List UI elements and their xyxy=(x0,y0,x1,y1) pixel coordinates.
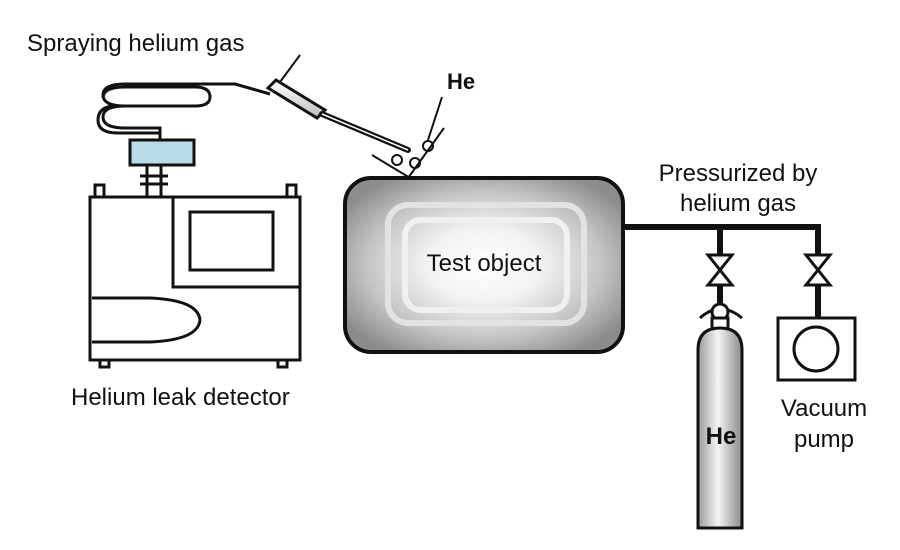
helium-leak-detector-icon xyxy=(88,82,302,369)
helium-cylinder-icon xyxy=(696,302,744,530)
test-object-vessel xyxy=(343,176,625,354)
he-cylinder-label: He xyxy=(705,423,737,450)
pressurized-label-line2: helium gas xyxy=(679,190,797,217)
helium-leak-detector-label: Helium leak detector xyxy=(71,384,290,411)
vacuum-pump-icon xyxy=(776,316,857,382)
vacuum-pump-label-line1: Vacuum xyxy=(780,395,868,422)
he-spray-label: He xyxy=(447,69,476,94)
vacuum-pump-label-line2: pump xyxy=(793,426,855,453)
spray-probe-icon xyxy=(265,54,411,153)
pressurized-label-line1: Pressurized by xyxy=(658,160,818,187)
pressurization-piping xyxy=(623,224,821,318)
valve-icon xyxy=(704,253,736,287)
test-object-label: Test object xyxy=(426,250,542,277)
valve-icon xyxy=(802,253,834,287)
spraying-helium-gas-label: Spraying helium gas xyxy=(27,30,245,57)
